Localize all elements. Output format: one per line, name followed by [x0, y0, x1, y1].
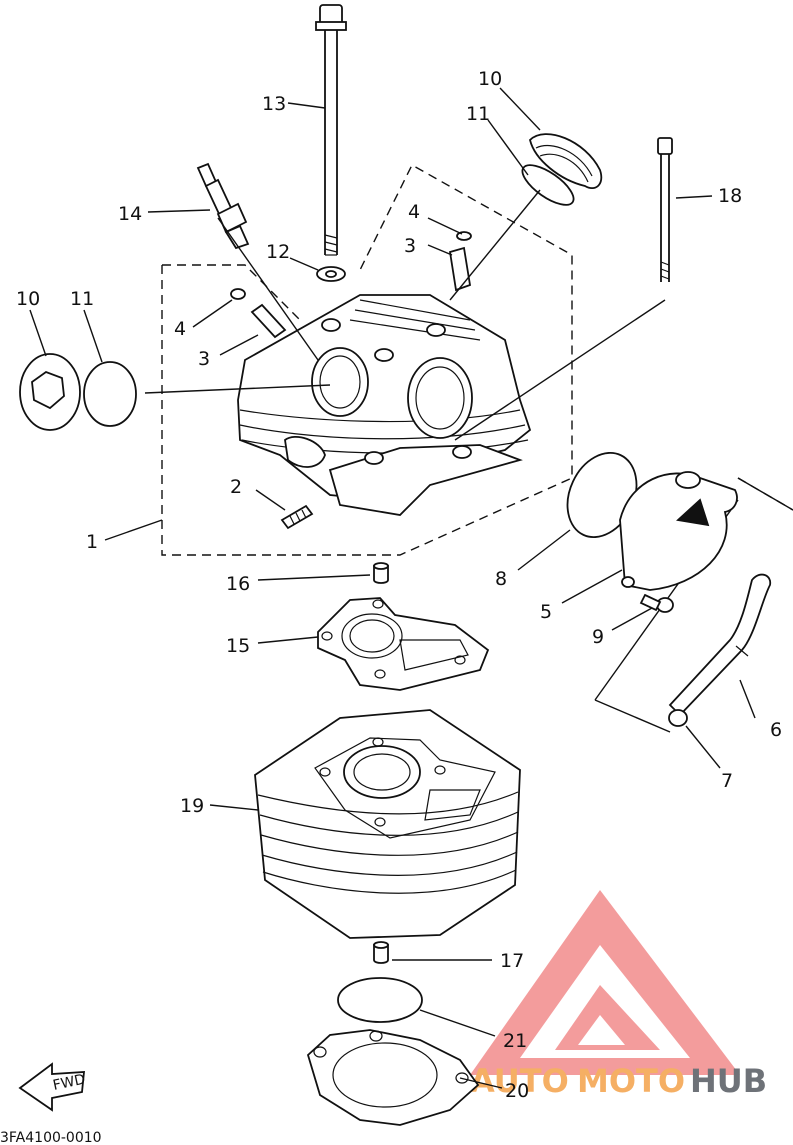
label-7: 7 [721, 770, 733, 792]
o-ring-21 [337, 977, 423, 1023]
label-3-right: 3 [404, 235, 416, 257]
watermark-moto: MOTO [577, 1062, 685, 1100]
label-4-right: 4 [408, 201, 420, 223]
label-16: 16 [226, 573, 250, 595]
long-stud-bolt-13 [315, 4, 347, 256]
clamp-7 [668, 709, 688, 727]
washer-12 [316, 266, 346, 282]
watermark-auto: AUTO [470, 1062, 569, 1100]
label-10-left: 10 [16, 288, 40, 310]
dowel-pin-17 [373, 941, 389, 964]
head-gasket-15 [317, 597, 490, 691]
bolt-9 [639, 593, 674, 613]
label-20: 20 [505, 1080, 529, 1102]
valve-guide-3-right [448, 246, 472, 292]
dowel-pin-16 [373, 562, 389, 584]
hose-6 [668, 573, 772, 717]
bolt-18 [657, 137, 673, 282]
label-19: 19 [180, 795, 204, 817]
valve-seal-4-left [230, 288, 246, 300]
label-10-top: 10 [478, 68, 502, 90]
oil-cap-10-left [19, 353, 81, 431]
label-12: 12 [266, 241, 290, 263]
breather-cover-5 [619, 471, 738, 591]
diagram-code: 3FA4100-0010 [0, 1130, 102, 1145]
base-gasket-20 [306, 1029, 480, 1126]
watermark-hub: HUB [690, 1062, 767, 1100]
o-ring-11-left [83, 361, 137, 427]
valve-guide-3-left [250, 303, 287, 339]
label-6: 6 [770, 719, 782, 741]
stud-bolt-2 [280, 504, 314, 530]
part-number-labels: 13 14 12 10 11 18 4 3 10 11 4 3 2 1 16 1… [16, 68, 782, 1102]
label-11-left: 11 [70, 288, 94, 310]
label-3-left: 3 [198, 348, 210, 370]
label-1: 1 [86, 531, 98, 553]
fwd-text: FWD [52, 1071, 87, 1093]
label-15: 15 [226, 635, 250, 657]
oil-cap-10-top [529, 133, 603, 190]
leader-lines [29, 87, 756, 1089]
label-8: 8 [495, 568, 507, 590]
assembly-outline-head [161, 164, 573, 556]
label-4-left: 4 [174, 318, 186, 340]
label-5: 5 [540, 601, 552, 623]
label-2: 2 [230, 476, 242, 498]
label-17: 17 [500, 950, 524, 972]
label-11-top: 11 [466, 103, 490, 125]
label-14: 14 [118, 203, 142, 225]
cylinder-head-1 [237, 294, 532, 516]
label-21: 21 [503, 1030, 527, 1052]
spark-plug-14 [196, 162, 250, 250]
automotohub-logo: AUTO MOTO HUB [470, 890, 767, 1100]
label-18: 18 [718, 185, 742, 207]
fwd-direction-arrow: FWD [18, 1062, 87, 1112]
cylinder-block-19 [254, 709, 521, 939]
label-9: 9 [592, 626, 604, 648]
label-13: 13 [262, 93, 286, 115]
